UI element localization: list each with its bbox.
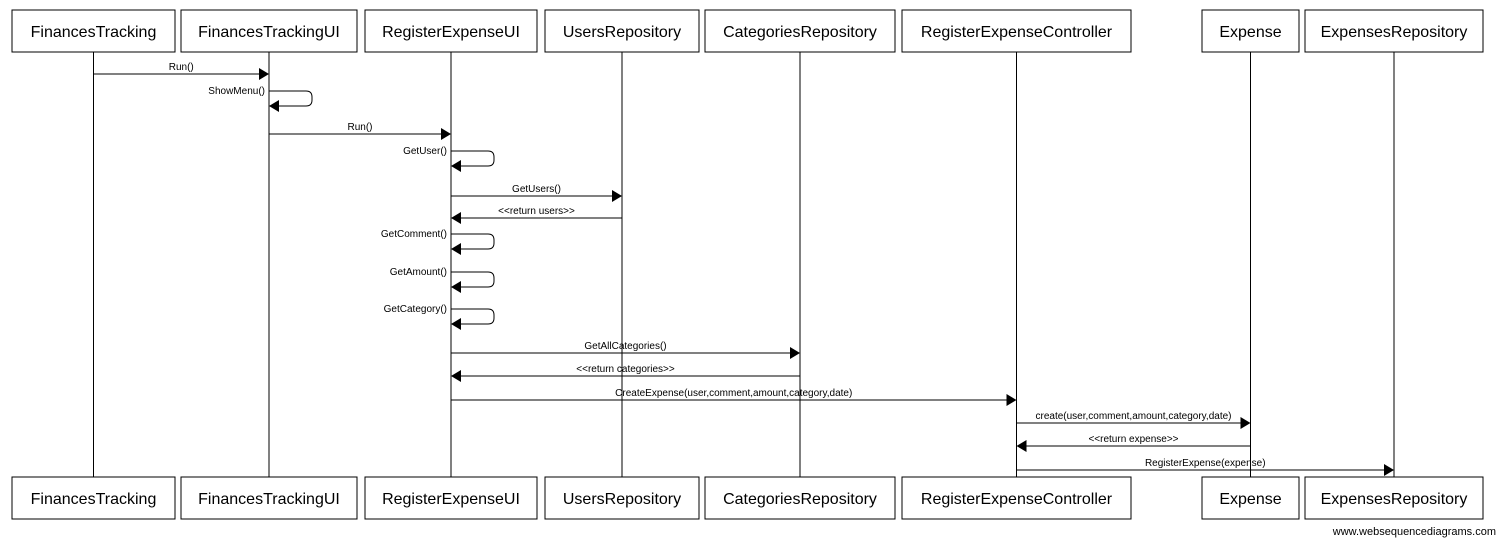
participant-ur-top: UsersRepository: [544, 9, 700, 53]
message-label: <<return categories>>: [576, 364, 675, 375]
participant-ft-top: FinancesTracking: [11, 9, 176, 53]
participant-label: FinancesTracking: [31, 24, 157, 41]
arrowhead: [790, 347, 800, 359]
participant-label: RegisterExpenseUI: [382, 24, 520, 41]
message-label: GetAmount(): [390, 267, 447, 278]
message-label: GetComment(): [381, 229, 447, 240]
self-call-line: [269, 90, 313, 107]
message-0: Run(): [93, 62, 269, 80]
participant-label: RegisterExpenseController: [921, 24, 1113, 41]
message-label: Run(): [169, 62, 194, 73]
participant-ex-bottom: Expense: [1201, 476, 1300, 520]
arrowhead: [441, 128, 451, 140]
arrowhead: [451, 281, 461, 293]
message-13: <<return expense>>: [1016, 434, 1251, 452]
self-call-line: [451, 271, 495, 288]
arrowhead: [1006, 394, 1017, 406]
self-call-line: [451, 150, 495, 167]
message-11: CreateExpense(user,comment,amount,catego…: [451, 388, 1017, 406]
participant-label: RegisterExpenseController: [921, 491, 1113, 508]
message-9: GetAllCategories(): [451, 341, 800, 359]
message-label: CreateExpense(user,comment,amount,catego…: [615, 388, 852, 399]
message-label: RegisterExpense(expense): [1145, 458, 1266, 469]
arrowhead: [1016, 440, 1027, 452]
message-8: GetCategory(): [384, 304, 495, 330]
message-label: <<return users>>: [498, 206, 575, 217]
message-label: Run(): [347, 122, 372, 133]
participant-label: ExpensesRepository: [1321, 491, 1468, 508]
participant-label: UsersRepository: [563, 24, 681, 41]
participant-er-top: ExpensesRepository: [1304, 9, 1484, 53]
message-label: ShowMenu(): [208, 86, 265, 97]
participant-rec-bottom: RegisterExpenseController: [901, 476, 1132, 520]
message-3: GetUser(): [403, 146, 495, 172]
participant-label: UsersRepository: [563, 491, 681, 508]
self-call-line: [451, 308, 495, 325]
self-call-line: [451, 233, 495, 250]
participant-reu-bottom: RegisterExpenseUI: [364, 476, 538, 520]
message-label: GetUsers(): [512, 184, 561, 195]
participant-cr-top: CategoriesRepository: [704, 9, 896, 53]
participant-ex-top: Expense: [1201, 9, 1300, 53]
arrowhead: [269, 100, 279, 112]
message-6: GetComment(): [381, 229, 495, 255]
participant-label: Expense: [1219, 491, 1281, 508]
participant-label: FinancesTracking: [31, 491, 157, 508]
arrowhead: [612, 190, 622, 202]
message-5: <<return users>>: [451, 206, 622, 224]
participant-label: ExpensesRepository: [1321, 24, 1468, 41]
watermark-text: www.websequencediagrams.com: [1332, 526, 1496, 538]
arrowhead: [451, 212, 461, 224]
message-1: ShowMenu(): [208, 86, 313, 112]
participant-ur-bottom: UsersRepository: [544, 476, 700, 520]
message-7: GetAmount(): [390, 267, 495, 293]
message-14: RegisterExpense(expense): [1016, 458, 1394, 476]
arrowhead: [451, 318, 461, 330]
arrowhead: [259, 68, 269, 80]
participant-er-bottom: ExpensesRepository: [1304, 476, 1484, 520]
participant-rec-top: RegisterExpenseController: [901, 9, 1132, 53]
message-12: create(user,comment,amount,category,date…: [1016, 411, 1251, 429]
message-label: GetCategory(): [384, 304, 447, 315]
arrowhead: [451, 160, 461, 172]
participant-label: FinancesTrackingUI: [198, 491, 340, 508]
message-2: Run(): [269, 122, 451, 140]
participant-ftu-top: FinancesTrackingUI: [180, 9, 358, 53]
message-10: <<return categories>>: [451, 364, 800, 382]
message-label: GetUser(): [403, 146, 447, 157]
participant-label: CategoriesRepository: [723, 24, 877, 41]
arrowhead: [451, 370, 461, 382]
message-4: GetUsers(): [451, 184, 622, 202]
participant-reu-top: RegisterExpenseUI: [364, 9, 538, 53]
message-label: <<return expense>>: [1088, 434, 1178, 445]
message-label: create(user,comment,amount,category,date…: [1035, 411, 1231, 422]
message-label: GetAllCategories(): [584, 341, 666, 352]
arrowhead: [451, 243, 461, 255]
participant-label: CategoriesRepository: [723, 491, 877, 508]
participant-cr-bottom: CategoriesRepository: [704, 476, 896, 520]
participant-label: RegisterExpenseUI: [382, 491, 520, 508]
arrowhead: [1240, 417, 1251, 429]
participant-label: Expense: [1219, 24, 1281, 41]
participant-ftu-bottom: FinancesTrackingUI: [180, 476, 358, 520]
participant-ft-bottom: FinancesTracking: [11, 476, 176, 520]
participant-label: FinancesTrackingUI: [198, 24, 340, 41]
arrowhead: [1384, 464, 1394, 476]
